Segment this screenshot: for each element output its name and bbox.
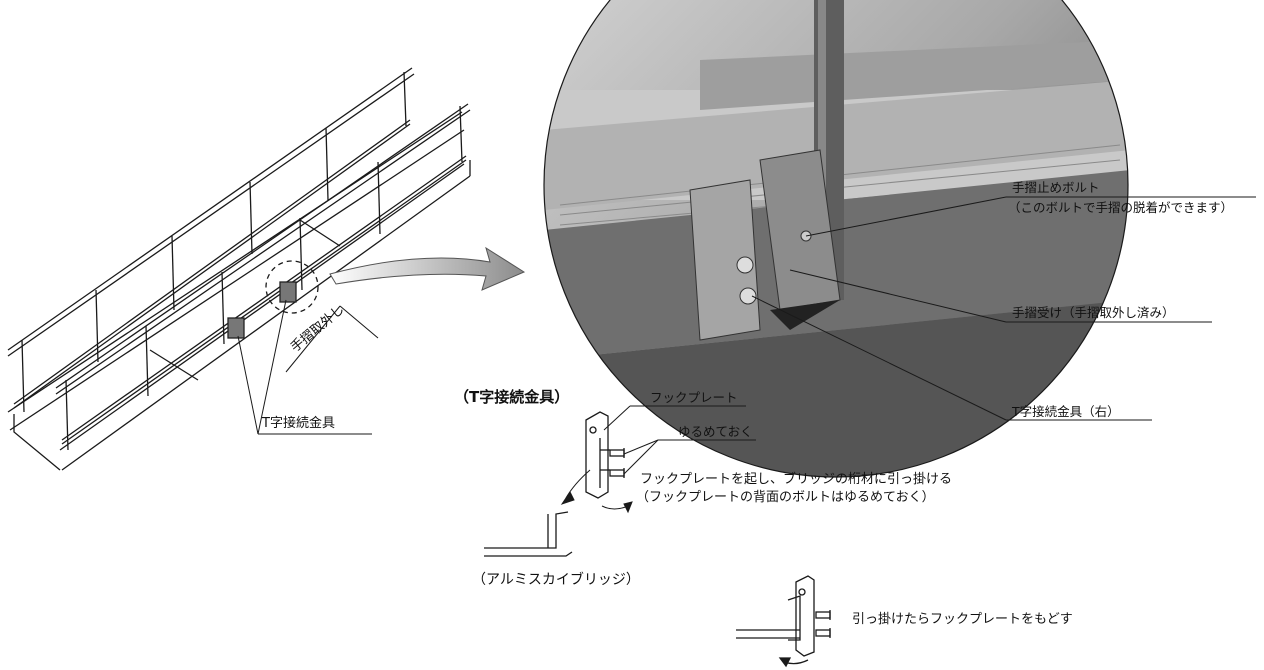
fitting-detail-2 [736,575,831,668]
label-handrail-receiver: 手摺受け（手摺取外し済み） [1012,305,1175,320]
left-leaders [237,299,379,435]
label-t-fitting-left: T字接続金具 [262,416,335,431]
label-handrail-bolt-note: （このボルトで手摺の脱着ができます） [1008,200,1234,215]
photo-leaders [751,196,1256,421]
label-instruction-final: 引っ掛けたらフックプレートをもどす [852,612,1073,627]
label-hook-plate: フックプレート [650,390,738,405]
label-instruction-line1: フックプレートを起し、ブリッジの桁材に引っ掛ける [640,472,953,487]
fitting-detail-1 [585,411,625,499]
photo-closeup [543,0,1129,478]
bridge-drawing [7,67,471,471]
fitting-detail-1-leaders [560,405,756,514]
label-handrail-bolt-title: 手摺止めボルト [1012,180,1100,195]
label-instruction-line2: （フックプレートの背面のボルトはゆるめておく） [636,490,935,505]
label-t-fitting-heading: （T字接続金具） [454,388,570,406]
label-bridge-name: （アルミスカイブリッジ） [472,572,640,588]
bridge-girder-sketch [484,511,573,557]
label-t-fitting-right: T字接続金具（右） [1012,404,1120,419]
label-loosen: ゆるめておく [678,424,753,439]
zoom-arrow [329,246,526,291]
